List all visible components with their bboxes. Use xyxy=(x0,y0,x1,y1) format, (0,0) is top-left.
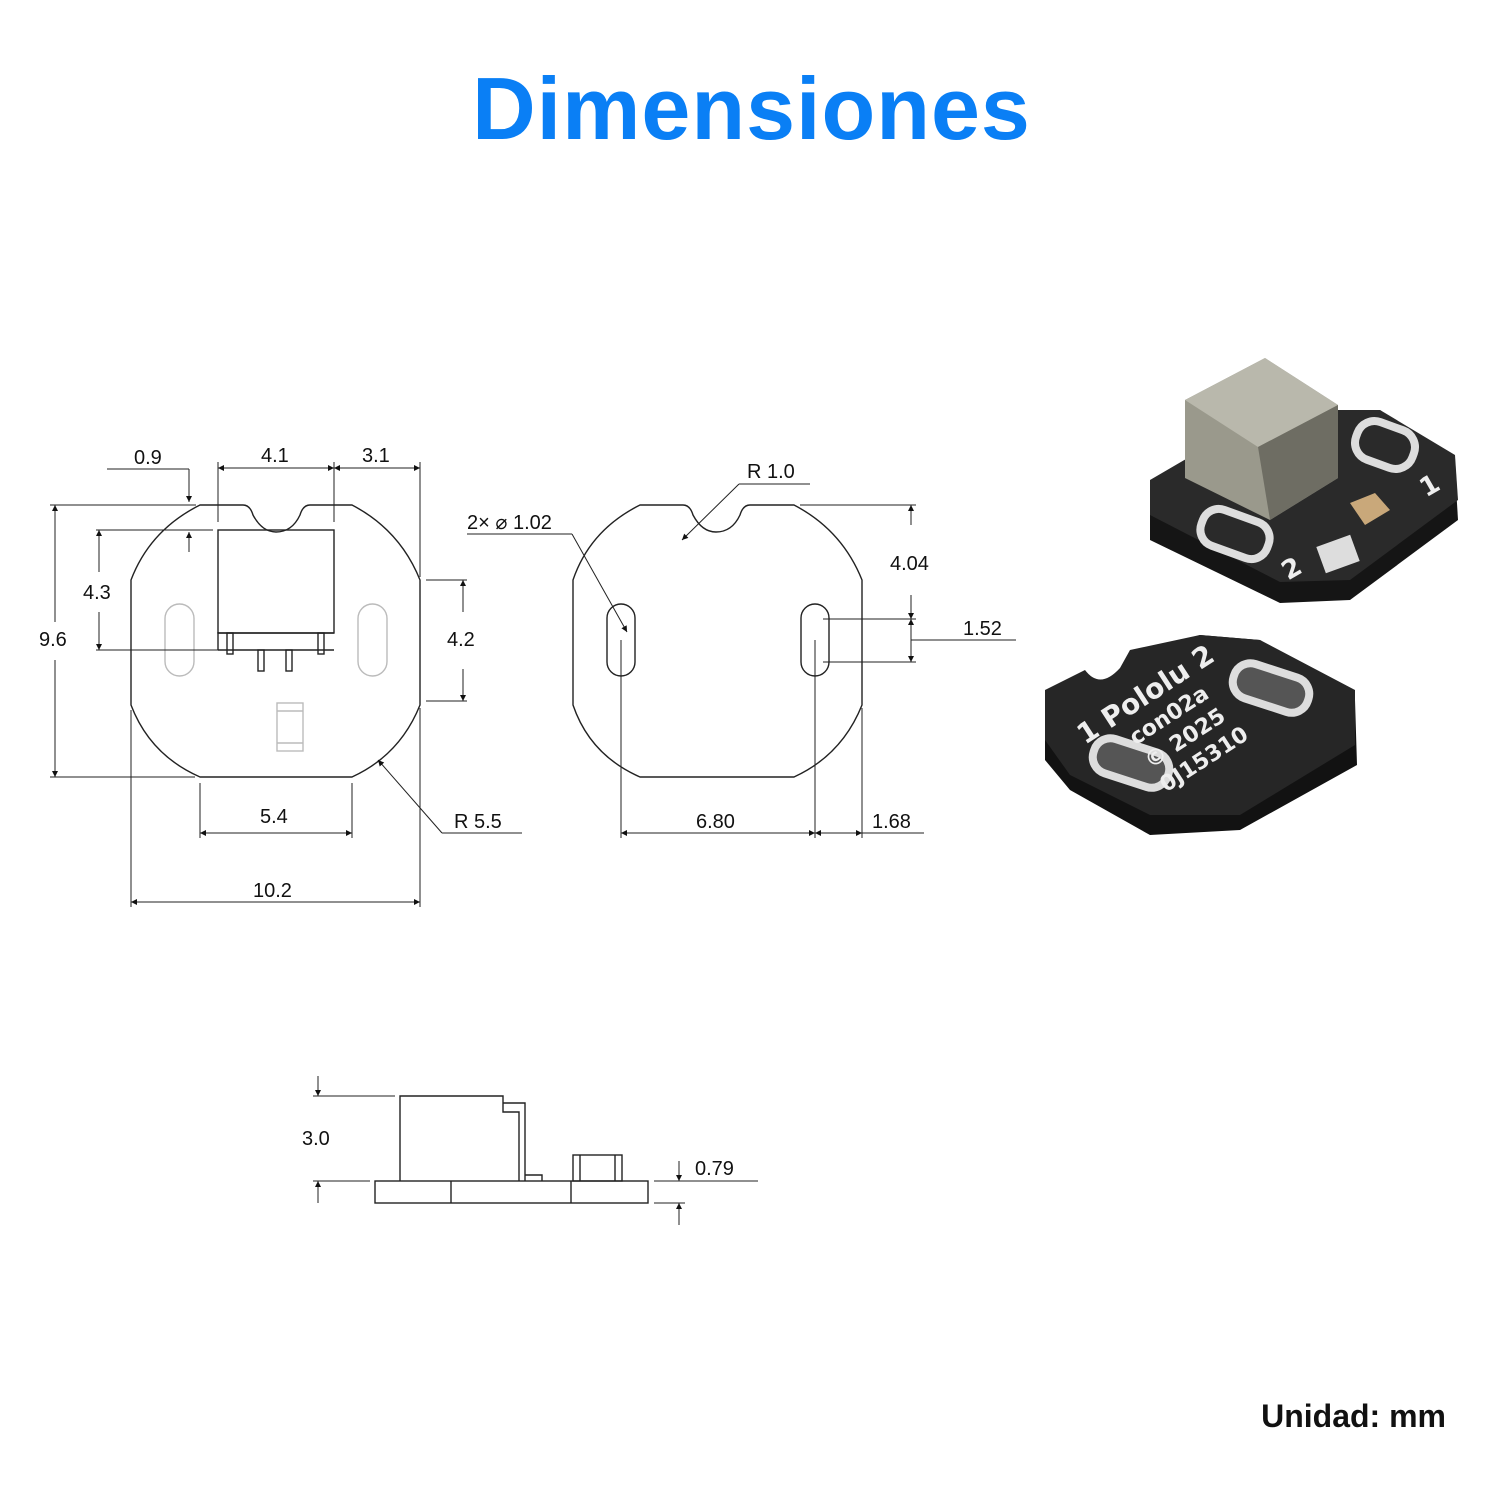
bottom-view: 2× ⌀ 1.02 R 1.0 4.04 1.52 6.80 1.68 xyxy=(467,461,1016,838)
page-title: Dimensiones xyxy=(472,59,1031,158)
board-outline xyxy=(130,504,421,778)
slot-hole xyxy=(164,603,195,677)
dim-height-3-0: 3.0 xyxy=(302,1128,330,1150)
dim-notch-radius: R 1.0 xyxy=(747,461,795,483)
dim-1-68: 1.68 xyxy=(872,811,911,833)
slot-hole xyxy=(357,603,388,677)
side-view: 3.0 0.79 xyxy=(302,1076,758,1225)
dim-hole-diameter: 2× ⌀ 1.02 xyxy=(467,512,552,534)
dim-0-9: 0.9 xyxy=(134,447,162,469)
component-side xyxy=(572,1154,623,1182)
connector-pin xyxy=(226,632,234,655)
dim-4-3: 4.3 xyxy=(83,582,111,604)
connector-pin xyxy=(285,649,293,672)
pcb-side xyxy=(374,1180,649,1204)
dim-10-2: 10.2 xyxy=(253,880,292,902)
connector-side xyxy=(399,1095,543,1181)
dim-3-1: 3.1 xyxy=(362,445,390,467)
dim-1-52: 1.52 xyxy=(963,618,1002,640)
dim-6-80: 6.80 xyxy=(696,811,735,833)
dim-4-2: 4.2 xyxy=(447,629,475,651)
dim-4-1: 4.1 xyxy=(261,445,289,467)
dim-9-6: 9.6 xyxy=(39,629,67,651)
board-outline xyxy=(572,504,863,778)
connector-pin xyxy=(317,632,325,655)
connector-pin xyxy=(257,649,265,672)
dim-r-5-5: R 5.5 xyxy=(454,811,502,833)
dim-5-4: 5.4 xyxy=(260,806,288,828)
dim-4-04: 4.04 xyxy=(890,553,929,575)
render-bottom-image: 1 Pololu 2 con02a © 2025 0J15310 xyxy=(1045,635,1357,835)
connector-outline xyxy=(217,529,335,634)
top-view: 0.9 4.1 3.1 4.3 9.6 4.2 5.4 R 5.5 10.2 xyxy=(39,445,522,907)
smd-component xyxy=(276,702,304,752)
unit-label: Unidad: mm xyxy=(1261,1398,1446,1434)
render-top-image: 1 2 xyxy=(1150,358,1458,603)
dim-pcb-0-79: 0.79 xyxy=(695,1158,734,1180)
